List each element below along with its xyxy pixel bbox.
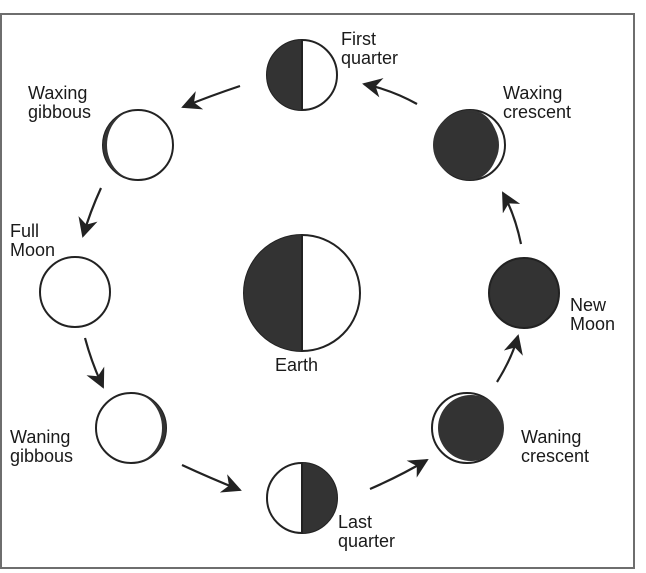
waxing-gibbous-moon-icon bbox=[102, 109, 174, 181]
first-quarter-moon-icon bbox=[266, 39, 338, 111]
arrow-waning-crescent-to-new-moon bbox=[496, 334, 523, 383]
arrow-new-moon-to-waxing-crescent bbox=[502, 191, 523, 245]
arrow-first-quarter-to-waxing-gibbous bbox=[181, 84, 241, 110]
waning-gibbous-moon-icon bbox=[95, 392, 167, 464]
orbit-arrows bbox=[78, 78, 523, 493]
earth-icon bbox=[243, 234, 361, 352]
earth-label: Earth bbox=[275, 355, 319, 375]
arrow-last-quarter-to-waning-crescent bbox=[369, 458, 429, 491]
arrow-full-moon-to-waning-gibbous bbox=[83, 337, 105, 389]
new-moon-icon bbox=[488, 257, 560, 329]
arrow-waxing-crescent-to-first-quarter bbox=[362, 78, 418, 105]
full-moon-icon bbox=[39, 256, 111, 328]
last-quarter-moon-icon bbox=[266, 462, 338, 534]
waxing-crescent-moon-icon bbox=[433, 109, 506, 181]
arrow-waning-gibbous-to-last-quarter bbox=[181, 464, 242, 493]
waning-crescent-moon-icon bbox=[431, 392, 504, 464]
arrow-waxing-gibbous-to-full-moon bbox=[78, 187, 103, 238]
